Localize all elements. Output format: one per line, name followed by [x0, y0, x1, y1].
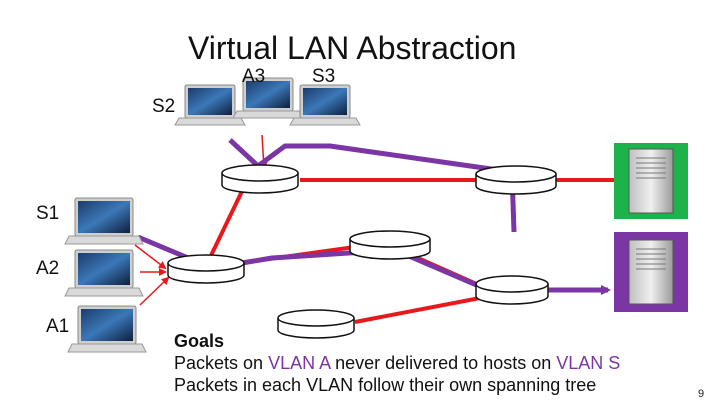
label-a3: A3 — [242, 66, 266, 87]
label-s2: S2 — [152, 96, 176, 117]
switch-1 — [221, 164, 299, 194]
laptop-s1 — [64, 197, 144, 245]
server-purple — [614, 232, 688, 312]
switch-5 — [475, 275, 549, 305]
vlan-s-term: VLAN S — [556, 353, 621, 373]
label-s3: S3 — [312, 66, 336, 87]
goals-text: Goals Packets on VLAN A never delivered … — [174, 330, 620, 396]
goal-1-text-b: never delivered to hosts on — [330, 353, 557, 373]
goal-line-1: Packets on VLAN A never delivered to hos… — [174, 352, 620, 374]
goals-heading: Goals — [174, 331, 225, 351]
server-green — [614, 143, 688, 219]
vlan-a-term: VLAN A — [268, 353, 331, 373]
label-s1: S1 — [36, 203, 60, 224]
switch-6 — [277, 309, 355, 339]
laptop-s3 — [289, 84, 361, 126]
switch-2 — [167, 254, 245, 284]
switch-4 — [475, 165, 557, 195]
host-links — [134, 134, 268, 306]
link-a1-switch — [139, 276, 170, 306]
slide-title: Virtual LAN Abstraction — [188, 30, 517, 66]
switches — [167, 164, 557, 339]
label-a1: A1 — [46, 316, 70, 337]
link-s1-switch — [134, 244, 167, 270]
laptop-a1 — [67, 305, 147, 353]
link-sw1-sw2 — [203, 184, 247, 269]
link-sw6-sw5 — [354, 296, 481, 324]
switch-3 — [349, 230, 431, 260]
page-number: 9 — [698, 388, 705, 400]
label-a2: A2 — [36, 258, 60, 279]
laptop-a2 — [64, 249, 144, 297]
goal-1-text-a: Packets on — [174, 353, 269, 373]
goal-line-2: Packets in each VLAN follow their own sp… — [174, 375, 597, 395]
laptop-s2 — [174, 84, 246, 126]
